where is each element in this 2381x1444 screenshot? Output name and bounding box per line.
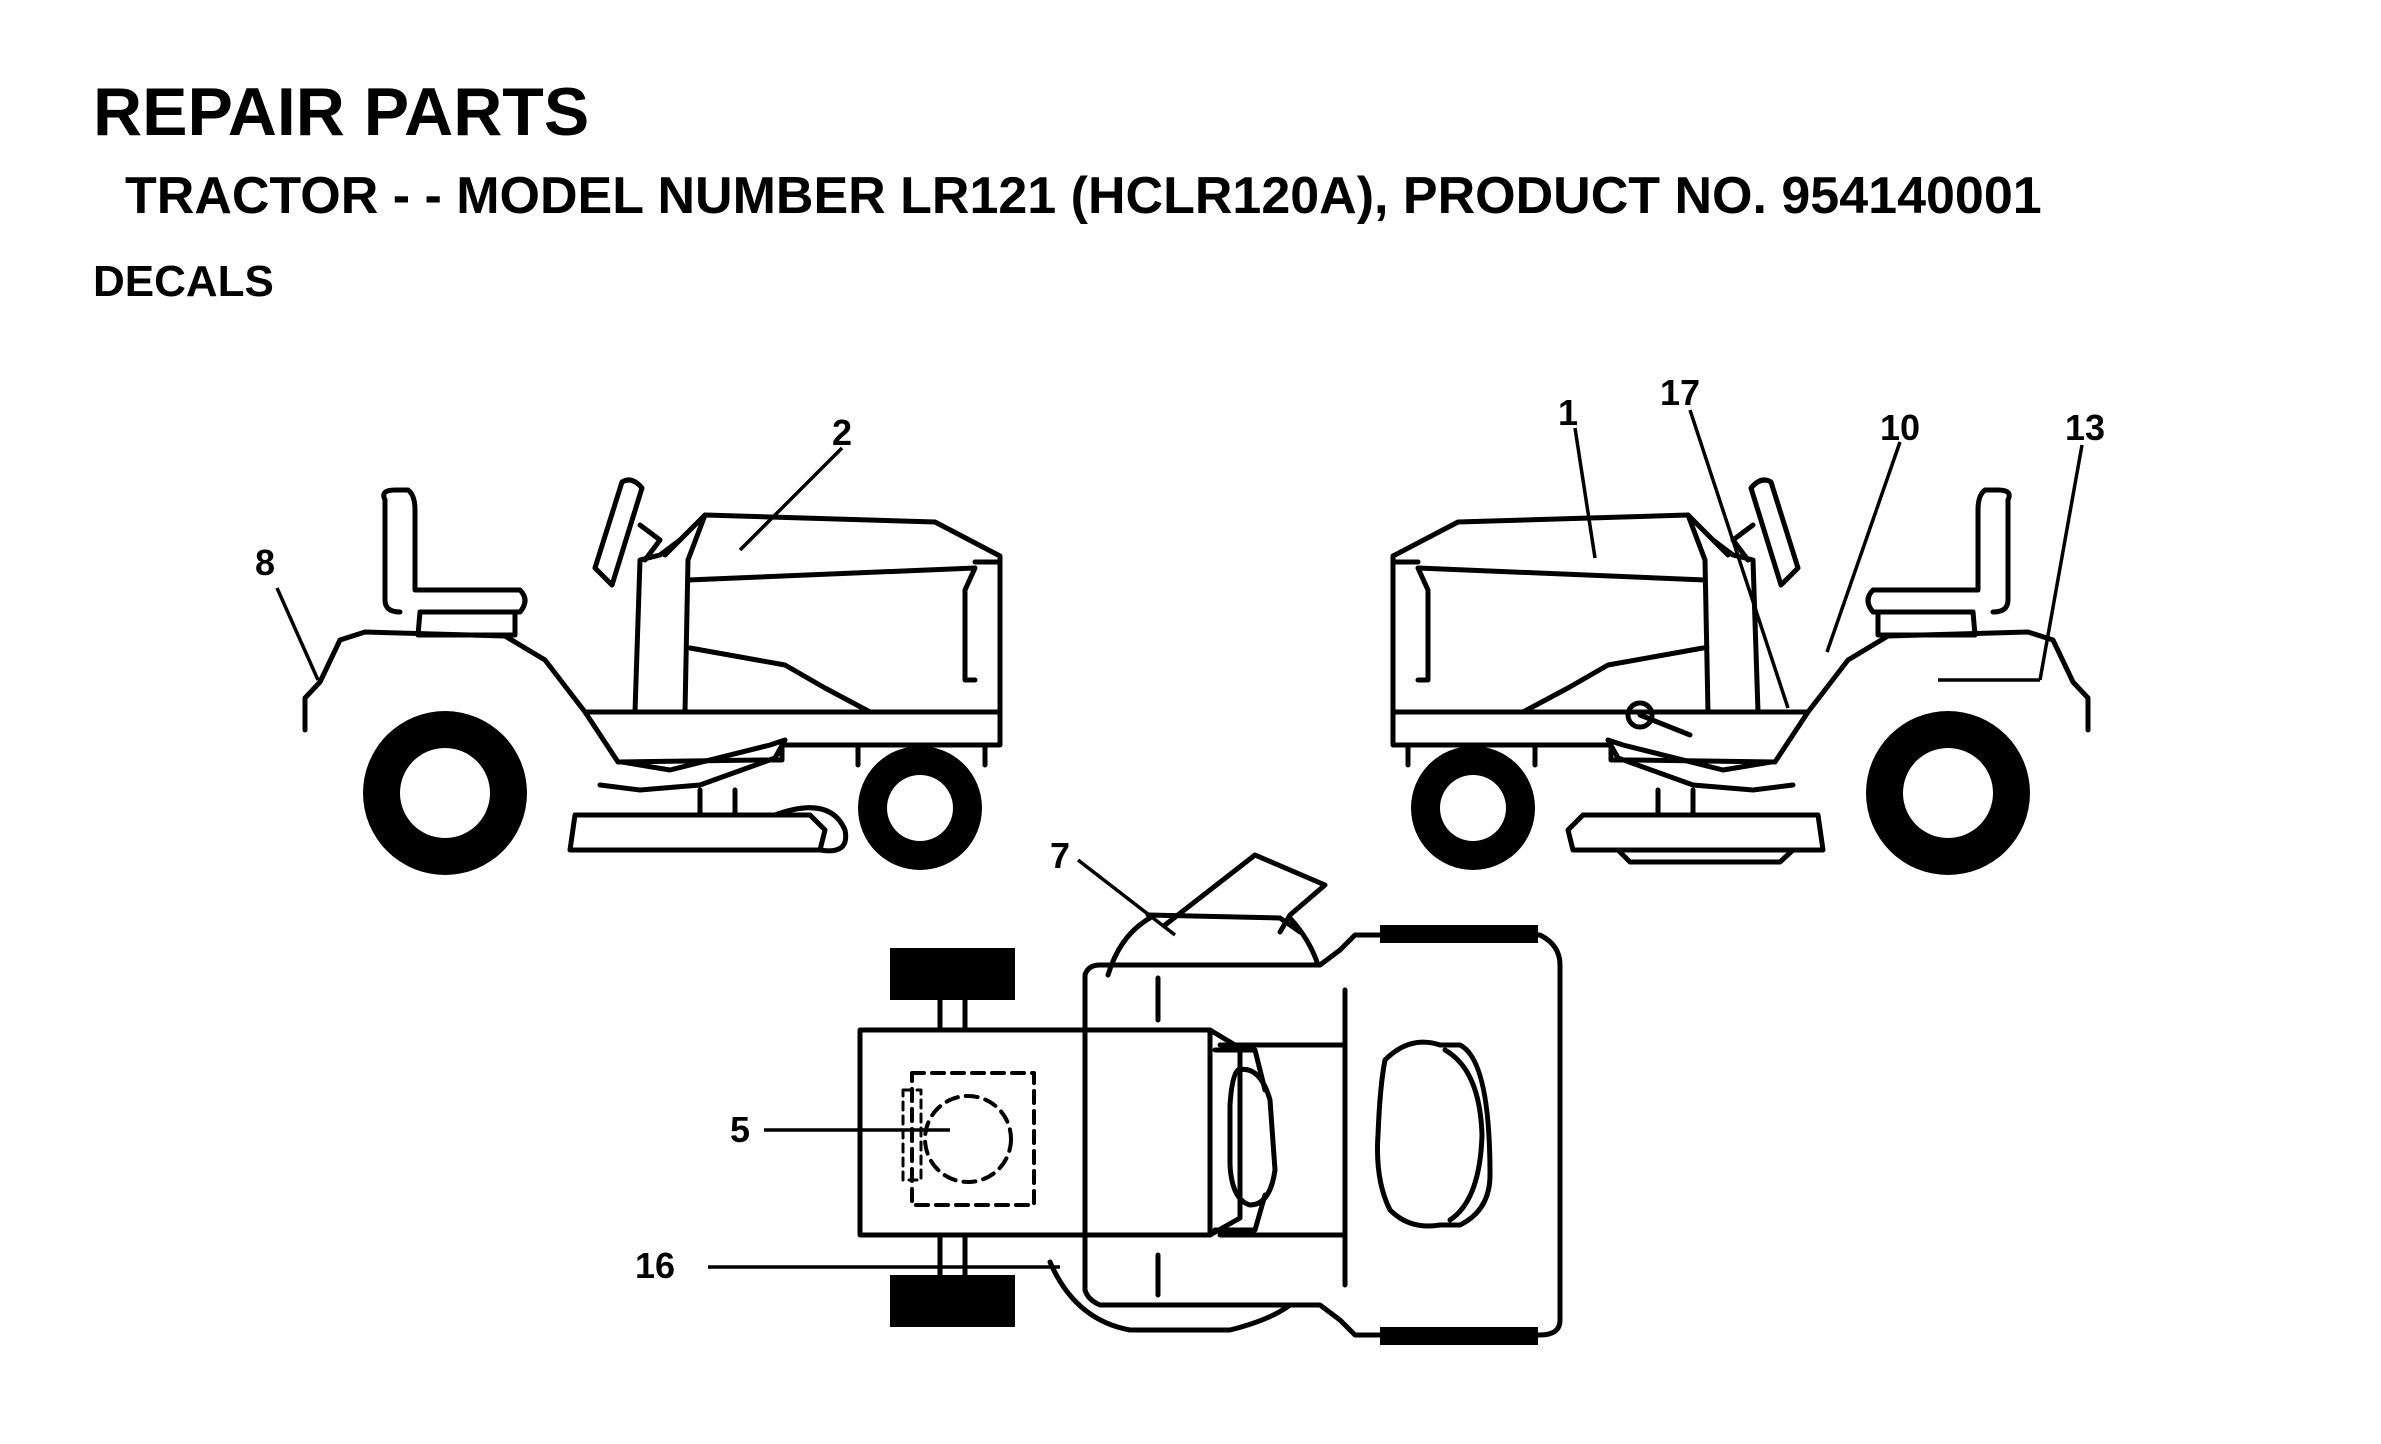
top-hood-connector (1217, 1042, 1348, 1238)
right-lift-lever (1637, 712, 1693, 738)
left-front-support (855, 742, 988, 768)
top-chute-base (1145, 912, 1303, 935)
top-deck-curve (1047, 1259, 1293, 1333)
top-rear-tire-bottom (1380, 1327, 1538, 1345)
right-hood-line (1415, 565, 1708, 683)
left-hood-line (685, 565, 978, 683)
right-steering-wheel (1748, 477, 1801, 588)
top-front-tire-top (890, 948, 1015, 1000)
tractor-right-wheels (1411, 711, 2030, 875)
leader-17 (1688, 409, 1790, 709)
top-hood-decal-circle (923, 1094, 1013, 1184)
tractor-left-view (302, 477, 1003, 854)
left-deck-link (697, 787, 738, 818)
top-dash (1212, 1047, 1268, 1233)
right-lift-knob (1625, 700, 1655, 730)
right-hood (1710, 537, 1761, 715)
page-title: REPAIR PARTS (93, 74, 590, 150)
right-front-support (1405, 742, 1538, 768)
top-hood-decal-box (910, 1071, 1036, 1207)
callout-7: 7 (1050, 835, 1070, 876)
tractor-left-wheels (363, 711, 982, 875)
right-hood-top (1390, 512, 1731, 715)
model-subtitle: TRACTOR - - MODEL NUMBER LR121 (HCLR120A… (125, 167, 2042, 225)
left-hood (632, 537, 683, 715)
top-rear-tire-top (1380, 925, 1538, 943)
top-seat (1375, 1039, 1493, 1229)
section-label: DECALS (93, 257, 274, 306)
top-deck-dome (1105, 915, 1321, 978)
left-deck-chute (772, 805, 849, 854)
leader-8 (275, 587, 320, 681)
left-mower-deck (567, 812, 828, 853)
leader-2 (738, 446, 844, 552)
left-hood-grille (682, 512, 708, 715)
right-rear-fender (1390, 629, 2091, 765)
top-front-axle-bottom (937, 1232, 968, 1278)
left-seat-back (382, 497, 403, 615)
right-deck-skirt (1615, 847, 1796, 865)
left-hood-top (662, 512, 1003, 715)
right-seat (1865, 487, 2012, 638)
right-seat-back (1990, 497, 2011, 615)
right-mower-deck (1565, 812, 1826, 853)
tractor-right-view (1390, 477, 2091, 865)
callout-2: 2 (832, 412, 852, 453)
top-steering-wheel (1227, 1066, 1278, 1208)
right-rear-hub (1903, 748, 1993, 838)
left-steering-wheel (592, 477, 645, 588)
right-deck-link (1655, 787, 1696, 818)
top-discharge-chute (1162, 852, 1328, 935)
leader-lines (275, 409, 2084, 1269)
leader-1 (1573, 427, 1597, 559)
left-side-panel (687, 645, 873, 715)
top-deck-outline (1082, 932, 1563, 1338)
callout-16: 16 (635, 1245, 675, 1286)
callout-8: 8 (255, 542, 275, 583)
callout-13: 13 (2065, 407, 2105, 448)
leader-10 (1825, 441, 1902, 653)
right-hood-grille (1685, 512, 1711, 715)
left-rear-fender (302, 629, 1003, 765)
top-front-tire-bottom (890, 1275, 1015, 1327)
leader-7 (1076, 858, 1177, 937)
left-front-hub (887, 775, 953, 841)
callout-10: 10 (1880, 407, 1920, 448)
callout-17: 17 (1660, 372, 1700, 413)
left-seat (381, 487, 528, 638)
left-footrest (597, 737, 788, 793)
left-rear-hub (400, 748, 490, 838)
tractor-top-view (857, 852, 1563, 1338)
left-steering-column (637, 522, 663, 563)
top-hood-curve-front (1207, 1027, 1243, 1238)
top-view-tires (890, 925, 1538, 1345)
top-seat-inner (1442, 1047, 1485, 1223)
leader-13 (2038, 444, 2084, 681)
right-side-panel (1520, 645, 1706, 715)
right-footrest (1605, 737, 1796, 793)
top-hood-decal-box-inner (901, 1088, 923, 1182)
top-front-axle-top (937, 997, 968, 1033)
callout-1: 1 (1558, 392, 1578, 433)
right-front-hub (1440, 775, 1506, 841)
callout-5: 5 (730, 1109, 750, 1150)
